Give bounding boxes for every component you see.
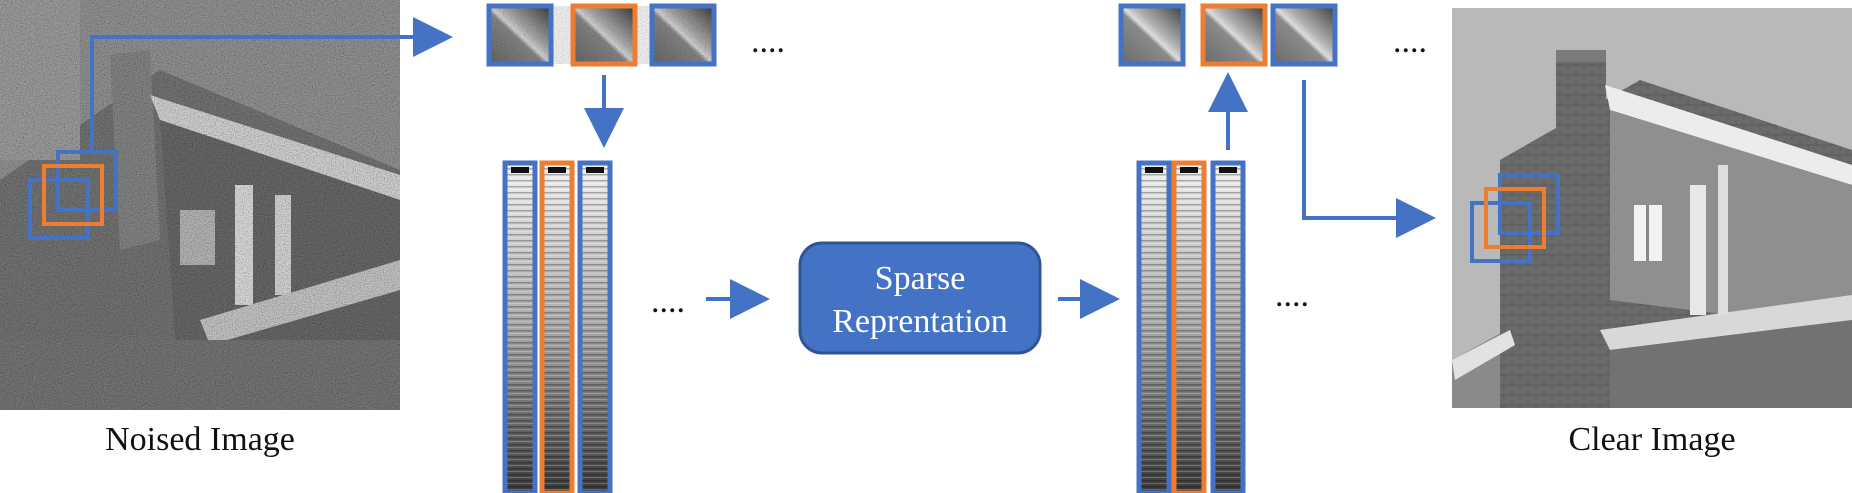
extract-arrow — [90, 17, 453, 152]
output-vector-group — [1136, 160, 1246, 493]
input-vector-1 — [502, 160, 538, 493]
noisy-patch-3 — [649, 3, 717, 67]
output-vector-ellipsis: .... — [1275, 277, 1309, 314]
clear-image — [1452, 8, 1852, 408]
clear-image-label: Clear Image — [1568, 421, 1735, 458]
noisy-patch-2 — [570, 3, 638, 67]
clean-patch-fill-3 — [1273, 6, 1335, 64]
clean-patch-fill-2 — [1203, 6, 1265, 64]
clean-patch-1 — [1118, 3, 1186, 67]
clear-patch-boxes — [1470, 173, 1560, 263]
input-vector-ellipsis: .... — [651, 283, 685, 320]
output-vector-1 — [1136, 160, 1172, 493]
input-vector-2 — [539, 160, 575, 493]
patch-box-blue-2 — [56, 150, 118, 212]
sparse-label-line2: Reprentation — [832, 303, 1008, 340]
sparse-representation-box: Sparse Reprentation — [798, 241, 1042, 355]
clear-box-blue-2 — [1498, 173, 1560, 235]
noised-image-label: Noised Image — [105, 421, 295, 458]
input-vector-3 — [577, 160, 613, 493]
noised-patch-boxes — [28, 150, 118, 240]
noisy-patch-ellipsis: .... — [751, 23, 785, 60]
noisy-patch-1 — [486, 3, 554, 67]
output-vector-2 — [1171, 160, 1207, 493]
clean-patch-2 — [1200, 3, 1268, 67]
clean-patch-row — [1118, 3, 1338, 67]
reconstruct-arrow — [1302, 80, 1436, 238]
noisy-patch-row — [486, 3, 717, 67]
output-vector-3 — [1210, 160, 1246, 493]
clean-patch-fill-1 — [1121, 6, 1183, 64]
clean-patch-3 — [1270, 3, 1338, 67]
clean-patch-ellipsis: .... — [1393, 23, 1427, 60]
patch-box-orange — [42, 164, 104, 226]
sparse-label-line1: Sparse — [875, 260, 966, 297]
input-vector-group — [502, 160, 613, 493]
clear-box-orange — [1484, 187, 1546, 249]
noised-image — [0, 0, 400, 410]
